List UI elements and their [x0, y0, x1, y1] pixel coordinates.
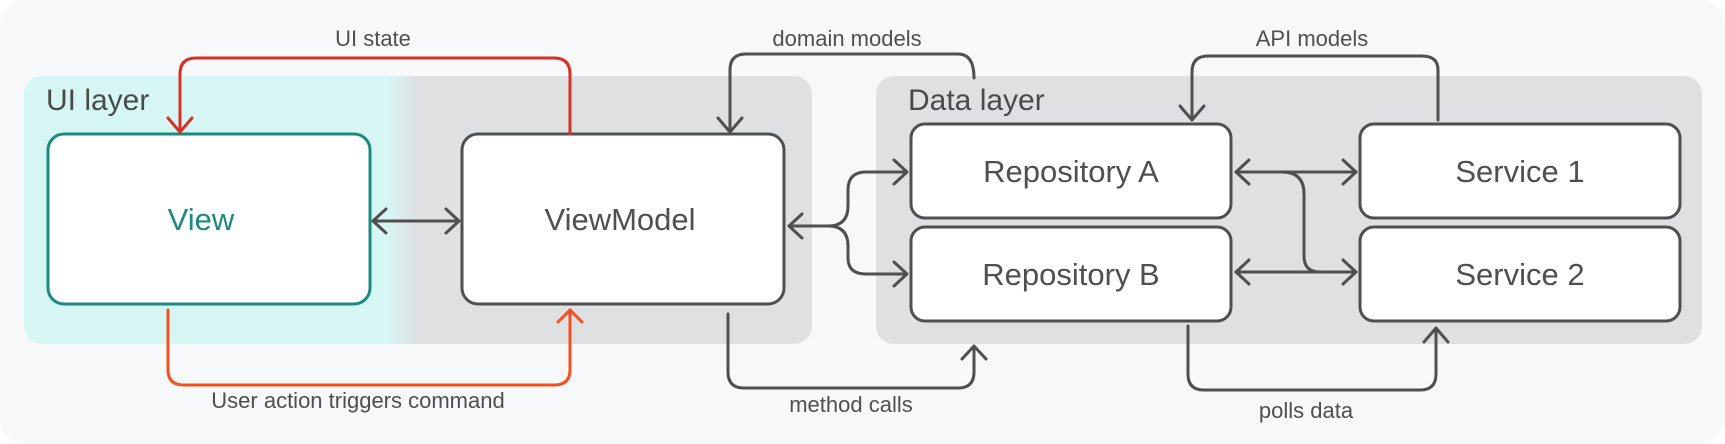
service-1-label: Service 1: [1455, 154, 1584, 189]
view-label: View: [168, 202, 235, 237]
view-node: View: [46, 132, 372, 306]
repositories-services-arrows: [1234, 158, 1358, 286]
repository-b-label: Repository B: [982, 257, 1159, 292]
view-viewmodel-arrow: [371, 207, 461, 235]
repository-a-label: Repository A: [983, 154, 1159, 189]
polls-data-label: polls data: [1259, 398, 1354, 423]
user-action-label: User action triggers command: [211, 388, 504, 413]
service-2-label: Service 2: [1455, 257, 1584, 292]
polls-data-arrow: [1186, 324, 1450, 392]
repository-a-node: Repository A: [909, 122, 1233, 220]
domain-models-label: domain models: [772, 26, 921, 51]
domain-models-arrow: [716, 52, 976, 134]
user-action-arrow: [166, 308, 584, 387]
viewmodel-label: ViewModel: [544, 202, 695, 237]
method-calls-label: method calls: [789, 392, 913, 417]
repository-b-node: Repository B: [909, 225, 1233, 323]
api-models-arrow: [1178, 54, 1440, 122]
ui-state-arrow: [166, 56, 572, 136]
service-2-node: Service 2: [1358, 225, 1682, 323]
viewmodel-node: ViewModel: [460, 132, 786, 306]
method-calls-arrow: [726, 312, 988, 390]
api-models-label: API models: [1256, 26, 1369, 51]
ui-state-label: UI state: [335, 26, 411, 51]
ui-layer-title: UI layer: [46, 84, 149, 117]
viewmodel-repositories-arrow: [787, 158, 909, 288]
service-1-node: Service 1: [1358, 122, 1682, 220]
data-layer-title: Data layer: [908, 84, 1045, 117]
